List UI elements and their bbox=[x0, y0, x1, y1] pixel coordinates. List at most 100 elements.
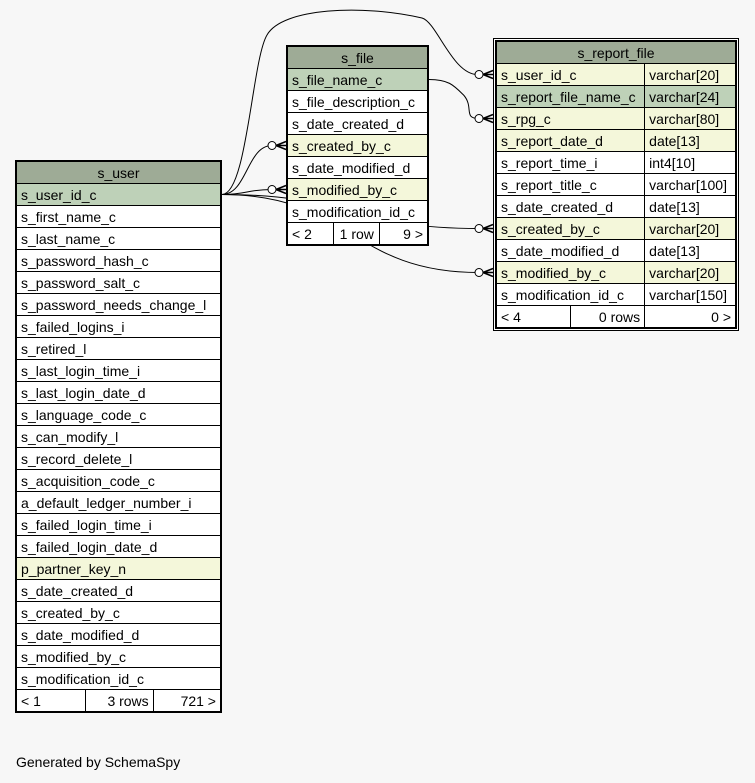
column-row[interactable]: s_password_salt_c bbox=[16, 271, 221, 294]
crows-foot-marker bbox=[482, 69, 494, 80]
crows-foot-marker bbox=[482, 267, 494, 278]
column-name: s_date_modified_d bbox=[287, 156, 428, 179]
column-row[interactable]: s_acquisition_code_c bbox=[16, 469, 221, 492]
column-row[interactable]: s_first_name_c bbox=[16, 205, 221, 228]
column-name: s_report_title_c bbox=[495, 173, 646, 196]
column-row[interactable]: s_file_name_c bbox=[287, 68, 428, 91]
parents-count[interactable]: < 1 bbox=[15, 689, 87, 712]
column-row[interactable]: s_failed_login_time_i bbox=[16, 513, 221, 536]
column-row[interactable]: s_modification_id_c bbox=[287, 200, 428, 223]
column-type: date[13] bbox=[644, 239, 736, 262]
children-count[interactable]: 0 > bbox=[644, 305, 736, 328]
column-type: date[13] bbox=[644, 195, 736, 218]
column-row[interactable]: s_modification_id_c bbox=[16, 667, 221, 690]
row-count: 0 rows bbox=[570, 305, 646, 328]
column-name: a_default_ledger_number_i bbox=[16, 491, 221, 514]
column-row[interactable]: p_partner_key_n bbox=[16, 557, 221, 580]
column-row[interactable]: s_date_created_d bbox=[287, 112, 428, 135]
relationship-line bbox=[221, 145, 273, 195]
column-name: s_password_needs_change_l bbox=[16, 293, 221, 316]
column-name: s_date_modified_d bbox=[16, 623, 221, 646]
column-row[interactable]: s_modified_by_c bbox=[287, 178, 428, 201]
parents-count[interactable]: < 4 bbox=[495, 305, 572, 328]
crows-foot-marker bbox=[275, 184, 287, 195]
parents-count[interactable]: < 2 bbox=[286, 222, 335, 245]
column-name: p_partner_key_n bbox=[16, 557, 221, 580]
column-name: s_retired_l bbox=[16, 337, 221, 360]
column-row[interactable]: s_failed_login_date_d bbox=[16, 535, 221, 558]
column-name: s_file_description_c bbox=[287, 90, 428, 113]
column-row[interactable]: s_date_created_d bbox=[16, 579, 221, 602]
column-row[interactable]: s_created_by_c bbox=[287, 134, 428, 157]
column-row[interactable]: s_password_needs_change_l bbox=[16, 293, 221, 316]
column-row[interactable]: s_created_by_c bbox=[16, 601, 221, 624]
row-count: 1 row bbox=[333, 222, 381, 245]
column-name: s_date_created_d bbox=[495, 195, 646, 218]
column-name: s_first_name_c bbox=[16, 205, 221, 228]
children-count[interactable]: 9 > bbox=[379, 222, 428, 245]
column-name: s_user_id_c bbox=[495, 63, 646, 86]
column-name: s_record_delete_l bbox=[16, 447, 221, 470]
table-title[interactable]: s_report_file bbox=[496, 41, 736, 64]
column-type: int4[10] bbox=[644, 151, 736, 174]
column-row[interactable]: s_file_description_c bbox=[287, 90, 428, 113]
column-row[interactable]: s_language_code_c bbox=[16, 403, 221, 426]
optional-marker bbox=[474, 70, 484, 79]
column-row[interactable]: s_last_login_date_d bbox=[16, 381, 221, 404]
optional-marker bbox=[474, 114, 484, 123]
children-count[interactable]: 721 > bbox=[152, 689, 222, 712]
column-name: s_modified_by_c bbox=[16, 645, 221, 668]
table-title[interactable]: s_file bbox=[287, 46, 428, 69]
column-name: s_report_time_i bbox=[495, 151, 646, 174]
column-name: s_last_name_c bbox=[16, 227, 221, 250]
column-name: s_failed_logins_i bbox=[16, 315, 221, 338]
column-name: s_failed_login_date_d bbox=[16, 535, 221, 558]
generated-by-label: Generated by SchemaSpy bbox=[16, 754, 181, 770]
crows-foot-marker bbox=[482, 113, 494, 124]
column-name: s_modification_id_c bbox=[287, 200, 428, 223]
column-name: s_modification_id_c bbox=[16, 667, 221, 690]
column-row[interactable]: s_last_name_c bbox=[16, 227, 221, 250]
column-type: varchar[20] bbox=[644, 63, 736, 86]
column-type: varchar[80] bbox=[644, 107, 736, 130]
column-row[interactable]: s_last_login_time_i bbox=[16, 359, 221, 382]
column-row[interactable]: s_modified_by_c bbox=[16, 645, 221, 668]
column-name: s_password_salt_c bbox=[16, 271, 221, 294]
column-type: varchar[150] bbox=[644, 283, 736, 306]
relationship-line bbox=[221, 9, 480, 195]
column-row[interactable]: s_can_modify_l bbox=[16, 425, 221, 448]
relationship-line bbox=[428, 79, 480, 119]
column-row[interactable]: s_retired_l bbox=[16, 337, 221, 360]
column-row[interactable]: a_default_ledger_number_i bbox=[16, 491, 221, 514]
table-title[interactable]: s_user bbox=[16, 161, 221, 184]
column-row[interactable]: s_record_delete_l bbox=[16, 447, 221, 470]
column-name: s_date_created_d bbox=[16, 579, 221, 602]
column-name: s_created_by_c bbox=[495, 217, 646, 240]
column-row[interactable]: s_password_hash_c bbox=[16, 249, 221, 272]
column-row[interactable]: s_failed_logins_i bbox=[16, 315, 221, 338]
column-name: s_last_login_date_d bbox=[16, 381, 221, 404]
column-name: s_modified_by_c bbox=[287, 178, 428, 201]
column-name: s_rpg_c bbox=[495, 107, 646, 130]
column-row[interactable]: s_date_modified_d bbox=[16, 623, 221, 646]
column-name: s_created_by_c bbox=[287, 134, 428, 157]
crows-foot-marker bbox=[482, 223, 494, 234]
column-row[interactable]: s_user_id_c bbox=[16, 183, 221, 206]
column-name: s_modification_id_c bbox=[495, 283, 646, 306]
column-name: s_last_login_time_i bbox=[16, 359, 221, 382]
column-row[interactable]: s_date_modified_d bbox=[287, 156, 428, 179]
